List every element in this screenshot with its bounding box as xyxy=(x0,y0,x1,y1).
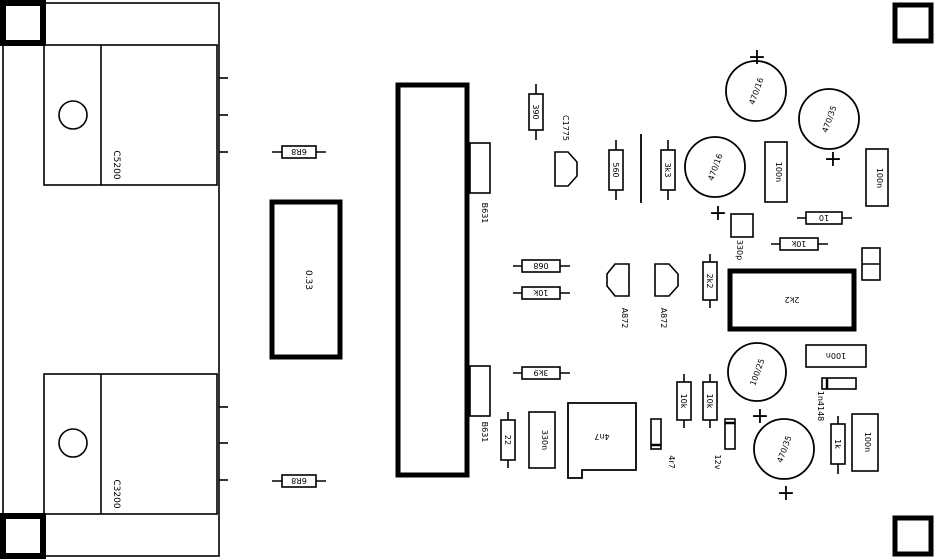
transistor-top-label: C5200 xyxy=(111,150,121,179)
capacitor-470-35-top-label: 470/35 xyxy=(820,104,838,134)
capacitor-330n-label: 330n xyxy=(540,430,549,450)
resistor-10k-a-label: 10k xyxy=(679,394,688,409)
resistor-6r8-bottom xyxy=(272,474,326,488)
capacitor-330p-label: 330p xyxy=(735,240,744,260)
plus-sign-2: + xyxy=(824,147,842,172)
capacitor-100n-a-label: 100n xyxy=(774,162,783,182)
resistor-10k-c xyxy=(771,237,828,251)
pad-bottom-left xyxy=(0,513,46,559)
capacitor-470-16-top-label: 470/16 xyxy=(747,76,765,106)
capacitor-4n7 xyxy=(567,402,637,479)
mounting-hole-top xyxy=(58,100,88,130)
resistor-10k-a xyxy=(676,374,692,428)
capacitor-100-25-label: 100/25 xyxy=(748,357,766,387)
resistor-068 xyxy=(513,259,570,273)
capacitor-470-35-bottom xyxy=(753,418,815,480)
capacitor-100n-d-label: 100n xyxy=(863,432,872,452)
resistor-3k3-label: 3k3 xyxy=(663,163,672,178)
resistor-6r8-bottom-label: 6R8 xyxy=(291,476,307,485)
capacitor-330p xyxy=(730,213,754,238)
resistor-560-label: 560 xyxy=(611,162,620,177)
capacitor-100n-c xyxy=(805,344,867,368)
resistor-1k xyxy=(830,416,846,474)
capacitor-470-16-mid xyxy=(684,136,746,198)
resistor-2k2 xyxy=(702,254,718,308)
resistor-390 xyxy=(528,84,544,140)
zener-12v xyxy=(724,418,736,450)
capacitor-100n-b-label: 100n xyxy=(875,168,884,188)
resistor-3k9-label: 3k9 xyxy=(534,368,549,377)
capacitor-100n-a xyxy=(764,141,788,203)
resistor-10k-mid-label: 10k xyxy=(533,288,548,297)
resistor-4r7-label: 4r7 xyxy=(667,455,676,468)
resistor-1k-label: 1k xyxy=(833,439,842,449)
transistor-bottom-label: C3200 xyxy=(111,479,121,508)
diode-1n4148 xyxy=(821,377,857,390)
resistor-6r8-top-label: 6R8 xyxy=(291,147,307,156)
driver-tab-top xyxy=(469,142,491,194)
resistor-10k-b xyxy=(702,374,718,428)
resistor-390-label: 390 xyxy=(531,104,540,119)
resistor-2k2-label: 2k2 xyxy=(705,274,714,289)
transistor-a872-a-label: A872 xyxy=(620,308,629,329)
capacitor-470-35-bottom-label: 470/35 xyxy=(775,434,793,464)
resistor-3k9 xyxy=(513,366,570,380)
zener-12v-label: 12v xyxy=(713,455,722,470)
capacitor-470-16-mid-label: 470/16 xyxy=(706,152,724,182)
pad-top-right xyxy=(892,2,934,44)
plus-sign-5: + xyxy=(777,481,795,506)
resistor-10k-c-label: 10k xyxy=(791,239,806,248)
capacitor-4n7-label: 4n7 xyxy=(594,432,609,441)
transistor-a872-b-label: A872 xyxy=(659,308,668,329)
resistor-10 xyxy=(797,211,852,225)
plus-sign-1: + xyxy=(748,45,766,70)
resistor-0r33-label: 0.33 xyxy=(303,270,313,290)
plus-sign-3: + xyxy=(709,201,727,226)
trimmer-2k2-label: 2k2 xyxy=(785,295,800,304)
transistor-c1775-label: C1775 xyxy=(561,115,570,141)
transistor-bottom-body xyxy=(43,373,218,515)
transistor-a872-a xyxy=(606,263,630,297)
transistor-c1775 xyxy=(554,151,578,187)
resistor-6r8-top xyxy=(272,145,326,159)
capacitor-100-25 xyxy=(727,342,787,402)
mounting-hole-bottom xyxy=(58,428,88,458)
pad-top-left xyxy=(0,0,46,46)
transistor-a872-b xyxy=(654,263,679,297)
resistor-22-label: 22 xyxy=(503,435,512,445)
capacitor-470-35-top xyxy=(798,88,860,150)
resistor-068-label: 068 xyxy=(533,261,548,270)
capacitor-100n-c-label: 100n xyxy=(826,351,846,360)
resistor-3k3 xyxy=(660,140,676,200)
resistor-10k-mid xyxy=(513,286,570,300)
driver-tab-top-label: B631 xyxy=(480,203,489,224)
trimmer-2k2 xyxy=(727,268,857,332)
resistor-4r7 xyxy=(650,418,662,450)
resistor-10-label: 10 xyxy=(819,213,829,222)
resistor-10k-b-label: 10k xyxy=(705,394,714,409)
resistor-560 xyxy=(608,140,624,200)
resistor-0r33-block xyxy=(269,199,343,360)
diode-1n4148-label: 1n4148 xyxy=(816,391,825,422)
transistor-top-body xyxy=(43,44,218,186)
resistor-22 xyxy=(500,412,516,468)
capacitor-100n-d xyxy=(851,413,879,472)
heatsink-bar xyxy=(395,82,470,478)
capacitor-100n-b xyxy=(865,148,889,207)
left-power-section xyxy=(2,2,228,557)
plus-sign-4: + xyxy=(751,404,769,429)
capacitor-330n xyxy=(528,411,556,469)
capacitor-470-16-top xyxy=(725,60,787,122)
pad-bottom-right xyxy=(892,515,934,557)
driver-tab-bottom-label: B631 xyxy=(480,422,489,443)
driver-tab-bottom xyxy=(469,365,491,417)
